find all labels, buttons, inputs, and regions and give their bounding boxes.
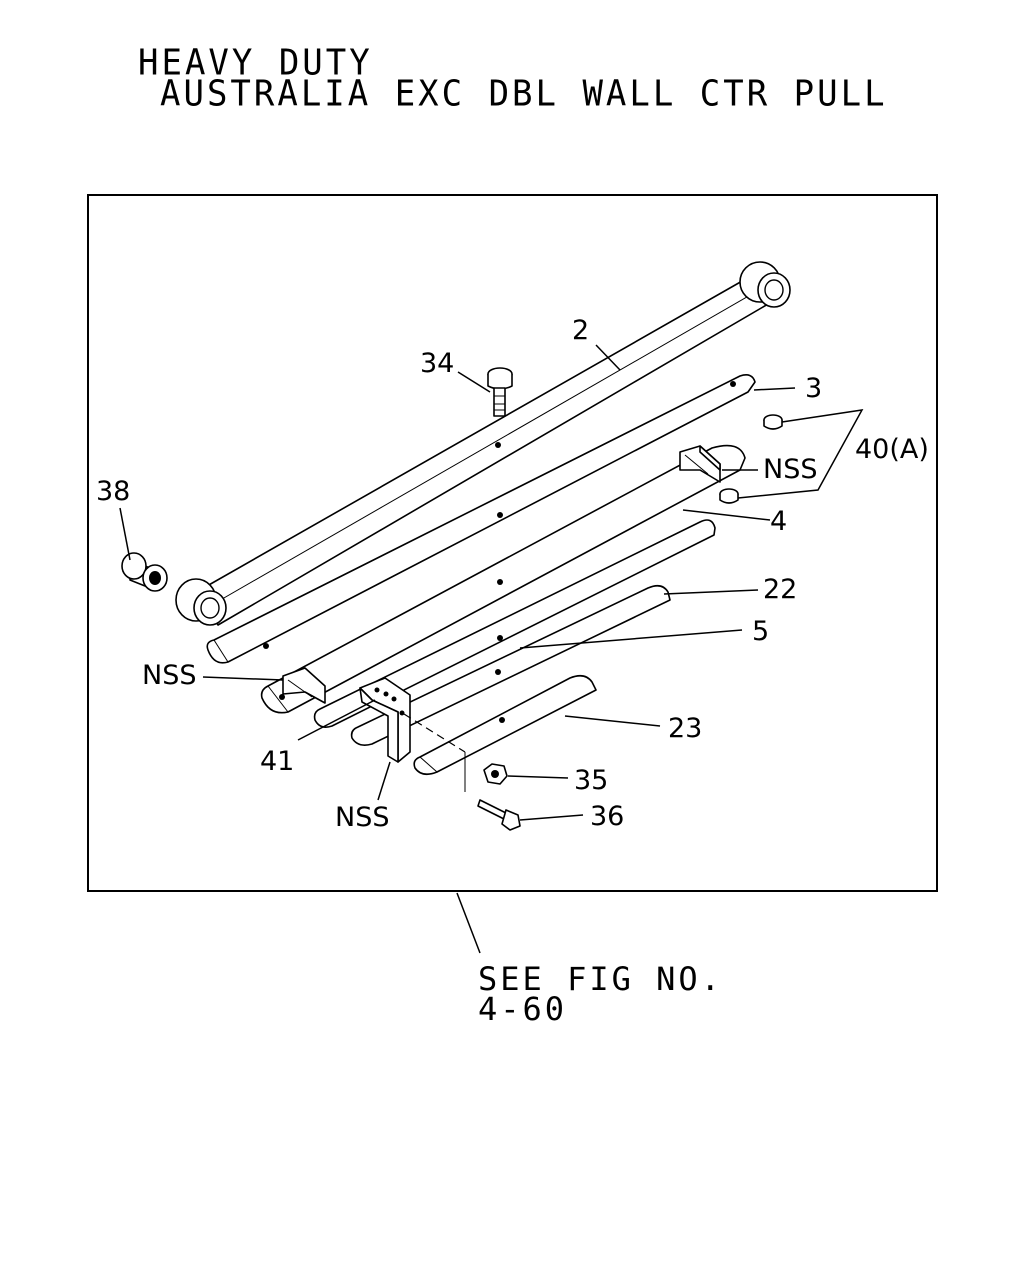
callout-34: 34 xyxy=(420,348,454,379)
callout-nss-bottom: NSS xyxy=(335,802,389,833)
leaf-3 xyxy=(206,374,756,664)
leaf-23 xyxy=(413,674,597,776)
nut-35 xyxy=(483,763,508,785)
callout-36: 36 xyxy=(590,801,624,832)
header-title-line2: AUSTRALIA EXC DBL WALL CTR PULL xyxy=(160,72,888,115)
leader-lines xyxy=(119,344,864,954)
callout-23: 23 xyxy=(668,713,702,744)
header-title-line1: HEAVY DUTY xyxy=(138,41,373,84)
callout-35: 35 xyxy=(574,765,608,796)
clip-nss-rear xyxy=(679,445,721,483)
callout-nss-rear: NSS xyxy=(763,454,817,485)
pad-40a xyxy=(719,414,783,504)
callout-nss-front: NSS xyxy=(142,660,196,691)
callout-22: 22 xyxy=(763,574,797,605)
center-bolt-34 xyxy=(487,367,513,417)
leaf-4 xyxy=(260,444,746,714)
callout-38: 38 xyxy=(96,476,130,507)
leaf-5 xyxy=(350,584,671,746)
reference-line1: SEE FIG NO. xyxy=(478,960,723,998)
diagram-frame xyxy=(87,194,938,892)
callout-5: 5 xyxy=(752,616,769,647)
callout-4: 4 xyxy=(770,506,787,537)
callout-2: 2 xyxy=(572,315,589,346)
bolt-36 xyxy=(477,799,521,831)
leaf-2-main xyxy=(175,261,791,626)
callout-41: 41 xyxy=(260,746,294,777)
reference-line2: 4-60 xyxy=(478,990,567,1028)
bushing-38 xyxy=(121,552,168,592)
callout-40a: 40(A) xyxy=(855,434,929,465)
bolt-axis-line xyxy=(403,713,466,753)
callout-3: 3 xyxy=(805,373,822,404)
clip-nss-front xyxy=(282,667,326,704)
